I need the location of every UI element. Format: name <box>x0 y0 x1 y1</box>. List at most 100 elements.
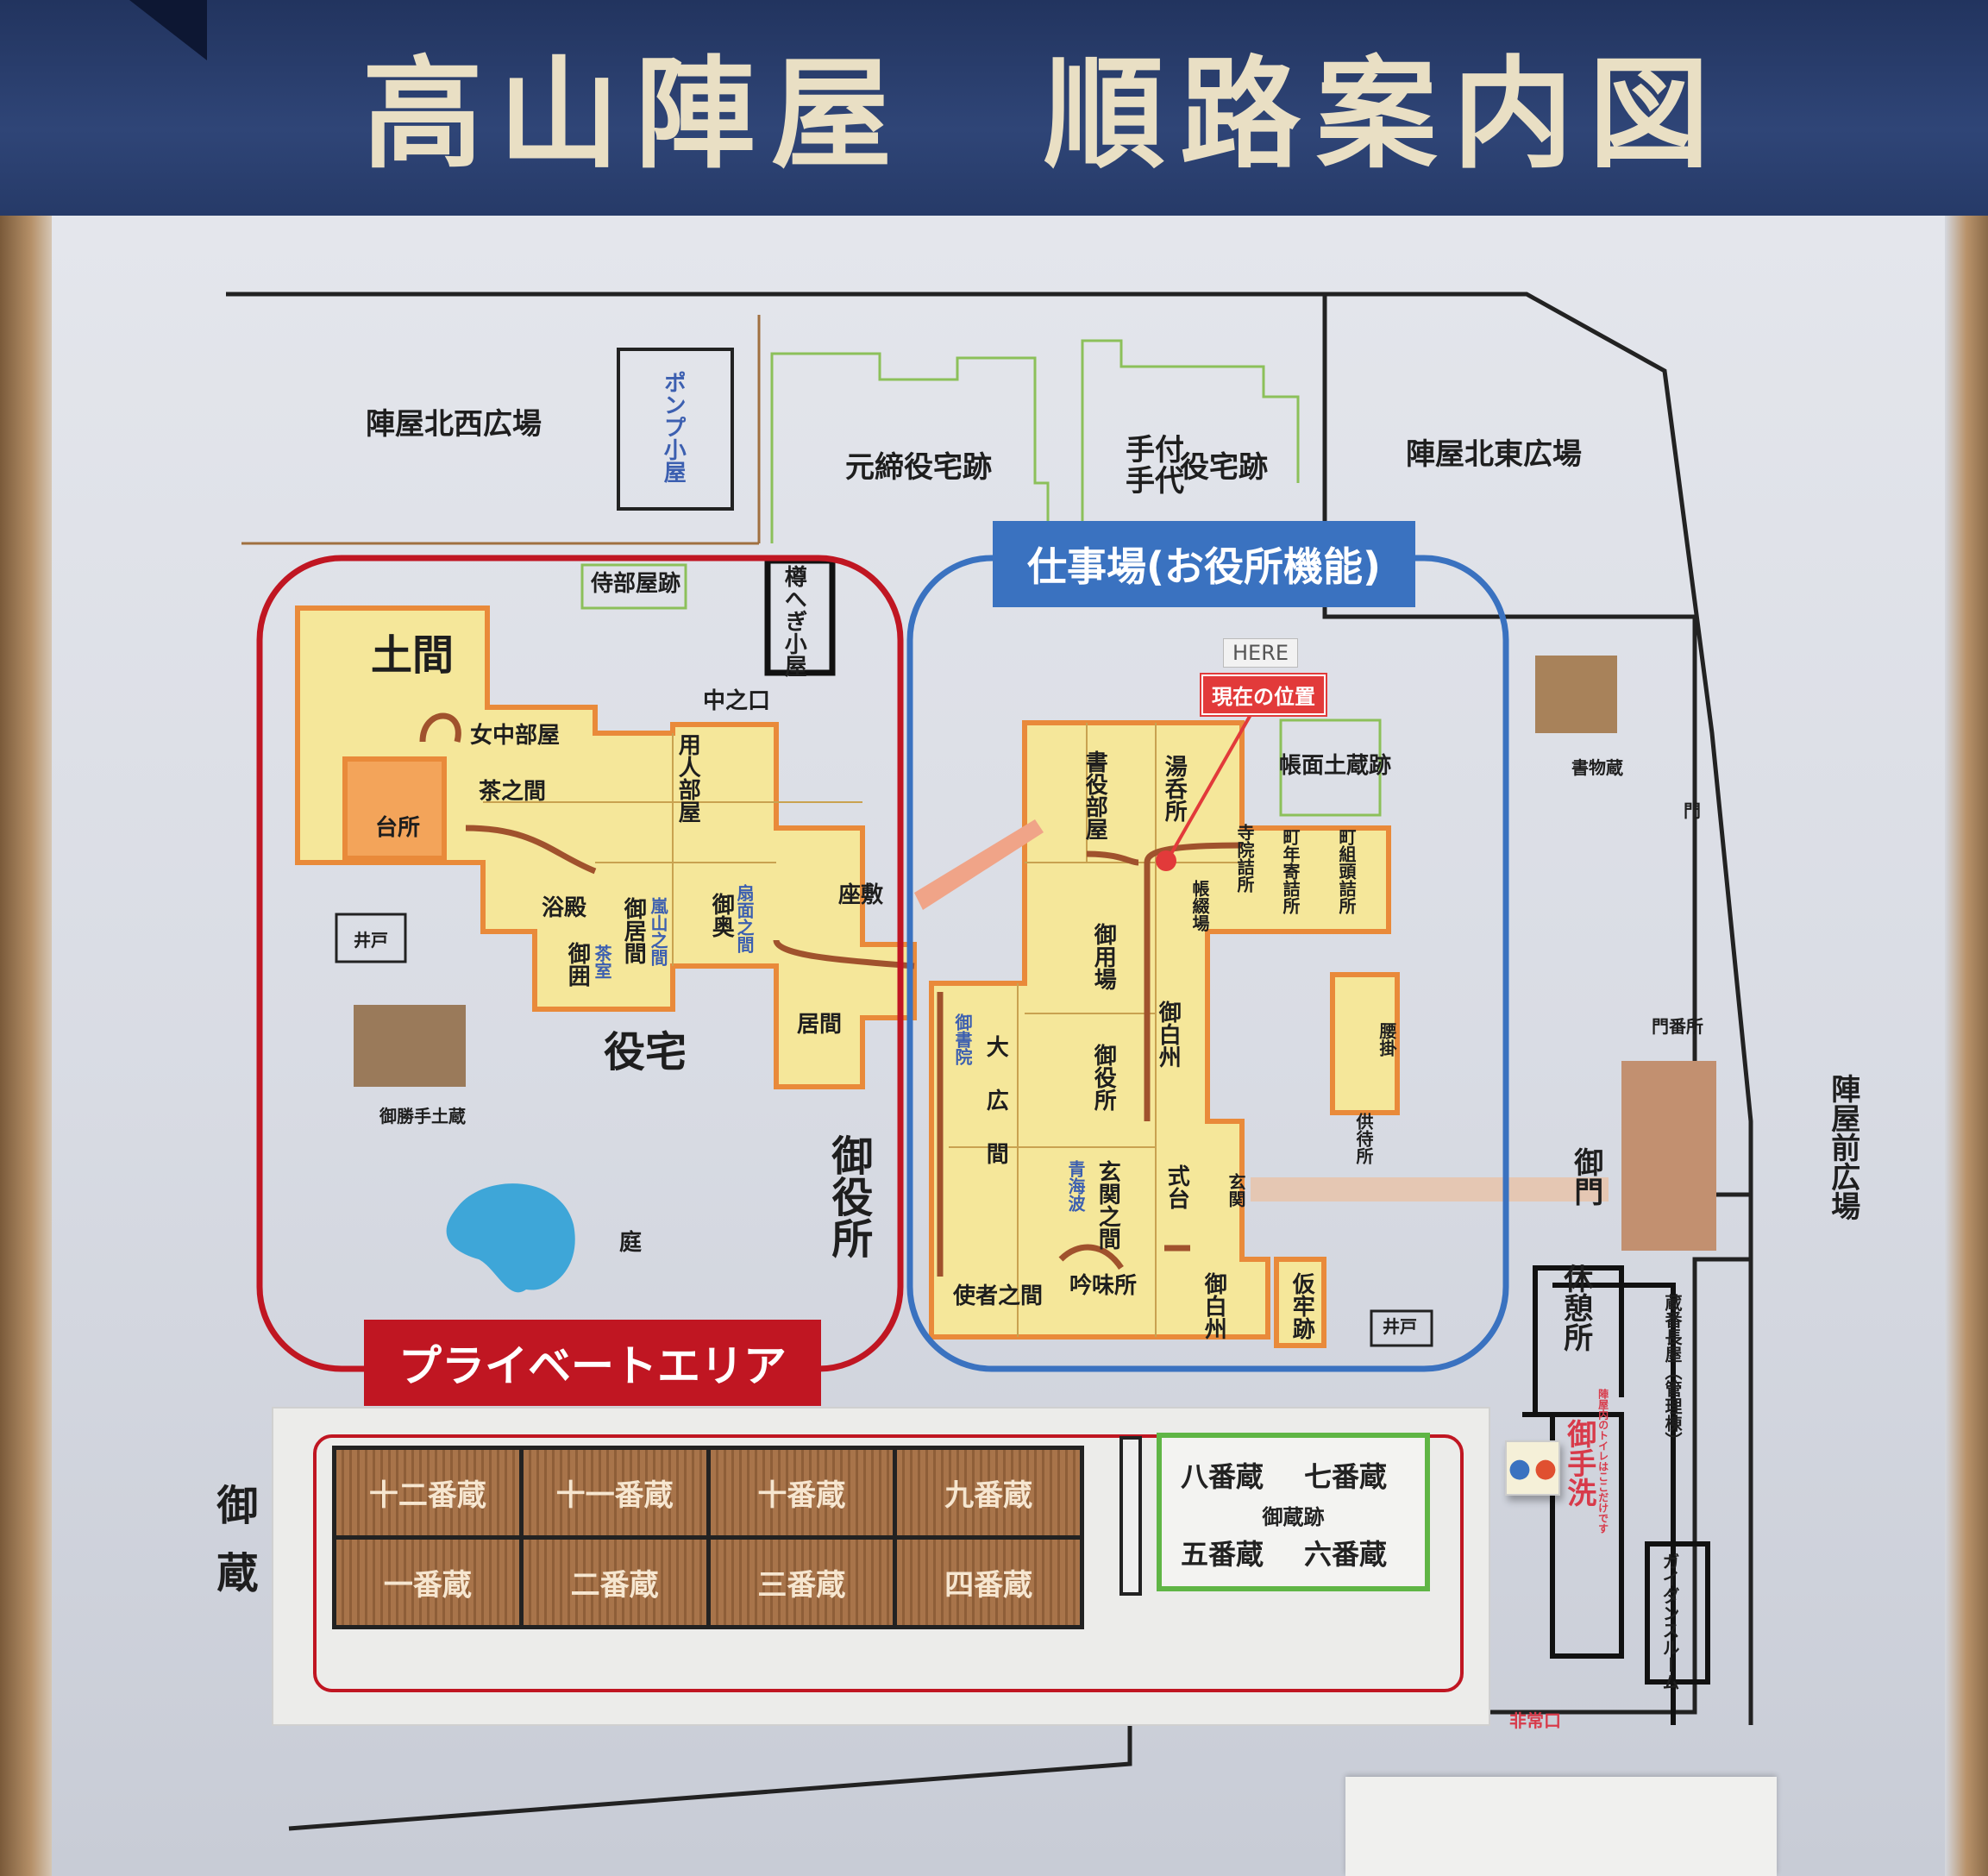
label-prison-site: 仮牢跡 <box>1289 1272 1315 1340</box>
label-goshoin: 御書院 <box>952 1013 973 1065</box>
storehouse-4: 四番蔵 <box>897 1540 1080 1625</box>
label-restroom-note: 陣屋内のトイレはここだけです <box>1596 1389 1609 1534</box>
room-grid <box>483 723 1242 1337</box>
label-northeast-plaza: 陣屋北東広場 <box>1406 437 1582 472</box>
label-okura: 御蔵 <box>209 1484 258 1618</box>
label-well-east: 井戸 <box>1383 1316 1417 1337</box>
garden-pond <box>446 1183 575 1293</box>
restroom-sign-icon: ●● <box>1505 1440 1560 1496</box>
label-goyoba: 御用場 <box>1090 923 1117 990</box>
label-okatte-storehouse: 御勝手土蔵 <box>379 1106 466 1126</box>
label-shikidai: 式台 <box>1163 1164 1190 1209</box>
label-tomomachi: 供待所 <box>1353 1113 1374 1164</box>
label-arashiyama-room: 嵐山之間 <box>648 897 668 966</box>
label-tetsuke-tedai: 手付 手代 <box>1126 433 1184 499</box>
label-yonin-room: 用人部屋 <box>674 733 701 823</box>
label-shoyaku-room: 書役部屋 <box>1082 750 1108 840</box>
label-genkan: 玄関 <box>1226 1173 1246 1208</box>
storehouse-grid: 十二番蔵 十一番蔵 十番蔵 九番蔵 一番蔵 二番蔵 三番蔵 四番蔵 <box>332 1446 1084 1629</box>
well-west <box>335 913 407 963</box>
label-oima: 御居間 <box>620 897 647 964</box>
label-doma: 土間 <box>371 631 455 680</box>
label-machikumigashira-office: 町組頭詰所 <box>1336 828 1357 914</box>
gatehouse-icon <box>1621 1061 1716 1251</box>
storehouse-site-label: 御蔵跡 <box>1262 1504 1325 1529</box>
storehouse-11: 十一番蔵 <box>523 1450 706 1535</box>
pump-hut <box>617 348 734 511</box>
wood-frame-right <box>1945 216 1988 1876</box>
label-maids-room: 女中部屋 <box>470 723 561 749</box>
storehouse-6: 六番蔵 <box>1304 1538 1388 1571</box>
well-east <box>1370 1309 1433 1347</box>
label-koshikake: 腰掛 <box>1377 1022 1397 1057</box>
label-ooku: 御奥 <box>708 893 735 938</box>
label-taruhegi-hut: 樽へぎ小屋 <box>781 565 807 677</box>
label-front-plaza: 陣屋前広場 <box>1825 1074 1860 1220</box>
current-position-dot <box>1156 850 1176 871</box>
storehouse-8: 八番蔵 <box>1181 1460 1264 1493</box>
storehouse-7: 七番蔵 <box>1304 1460 1388 1493</box>
label-genkan-room: 玄関之間 <box>1094 1160 1121 1250</box>
label-restroom: 御手洗 <box>1561 1419 1596 1507</box>
label-samurai-quarters-site: 侍部屋跡 <box>591 571 681 597</box>
current-position-label: 現在の位置 <box>1200 673 1327 717</box>
label-gatekeeper: 門番所 <box>1652 1016 1703 1037</box>
label-pump-hut: ポンプ小屋 <box>660 371 687 483</box>
storehouse-3: 三番蔵 <box>710 1540 894 1625</box>
label-book-storehouse: 書物蔵 <box>1571 757 1623 778</box>
pointer-line <box>1167 706 1257 859</box>
label-rest-area: 休憩所 <box>1558 1264 1593 1352</box>
label-chanoma: 茶之間 <box>479 779 547 805</box>
label-tea-room: 茶室 <box>592 944 612 979</box>
label-zashiki: 座敷 <box>838 882 884 908</box>
label-bath: 浴殿 <box>542 895 587 921</box>
label-garden: 庭 <box>619 1230 643 1256</box>
label-kuraban-nagaya: 蔵番長屋（管理棟） <box>1662 1294 1683 1449</box>
label-oshirasu-south: 御白州 <box>1201 1272 1227 1340</box>
storehouse-site: 八番蔵 七番蔵 御蔵跡 五番蔵 六番蔵 <box>1157 1433 1430 1591</box>
label-senmen-room: 扇面之間 <box>734 884 755 953</box>
label-motojime-residence-site: 元締役宅跡 <box>845 450 992 485</box>
walkway-diagonal <box>914 819 1044 910</box>
label-guidance-room: ガイダンスルーム <box>1659 1553 1680 1691</box>
paper-sheet <box>1345 1777 1777 1876</box>
building-footprints <box>295 605 1400 1348</box>
book-storehouse-icon <box>1535 656 1617 733</box>
label-ima: 居間 <box>797 1012 843 1038</box>
page-title: 高山陣屋 順路案内図 <box>362 44 1726 185</box>
label-yunomi: 湯呑所 <box>1161 755 1188 822</box>
label-seigaiha: 青海波 <box>1065 1160 1086 1212</box>
label-shisha-room: 使者之間 <box>953 1283 1044 1309</box>
label-kitchen: 台所 <box>375 815 421 841</box>
storehouse-9: 九番蔵 <box>897 1450 1080 1535</box>
label-northwest-plaza: 陣屋北西広場 <box>366 407 542 442</box>
east-buildings <box>1522 1265 1710 1725</box>
label-temple-office: 寺院詰所 <box>1234 824 1255 893</box>
here-label: HERE <box>1223 638 1299 668</box>
dark-corner-shadow <box>129 0 207 60</box>
storehouse-route <box>313 1434 1464 1692</box>
label-gate: 門 <box>1684 800 1701 821</box>
label-oshirasu-north: 御白州 <box>1155 1001 1182 1068</box>
storehouse-12: 十二番蔵 <box>336 1450 519 1535</box>
label-nakanokuchi: 中之口 <box>703 688 771 714</box>
label-choumen-storehouse-site: 帳面土蔵跡 <box>1279 753 1392 779</box>
label-ginmi: 吟味所 <box>1069 1273 1138 1299</box>
label-main-gate: 御門 <box>1568 1147 1603 1206</box>
label-well-west: 井戸 <box>354 930 388 951</box>
route-arrows <box>419 712 1243 1277</box>
label-government-office: 御役所 <box>824 1134 873 1258</box>
private-area-label: プライベートエリア <box>364 1320 821 1406</box>
label-emergency-exit: 非常口 <box>1509 1710 1561 1731</box>
storehouse-bar <box>1119 1436 1142 1596</box>
label-oyakusho: 御役所 <box>1090 1044 1117 1111</box>
kitchen-storehouse-icon <box>354 1005 466 1087</box>
sign-header: 高山陣屋 順路案内図 <box>0 0 1988 216</box>
storehouse-5: 五番蔵 <box>1181 1538 1264 1571</box>
label-ohiroma: 大広間 <box>982 1035 1009 1195</box>
label-machidoshiyori-office: 町年寄詰所 <box>1280 828 1301 914</box>
label-chotoji: 帳綴場 <box>1189 880 1210 932</box>
storehouse-1: 一番蔵 <box>336 1540 519 1625</box>
label-yakutaku: 役宅 <box>604 1028 687 1076</box>
label-okakoi: 御囲 <box>564 942 591 987</box>
